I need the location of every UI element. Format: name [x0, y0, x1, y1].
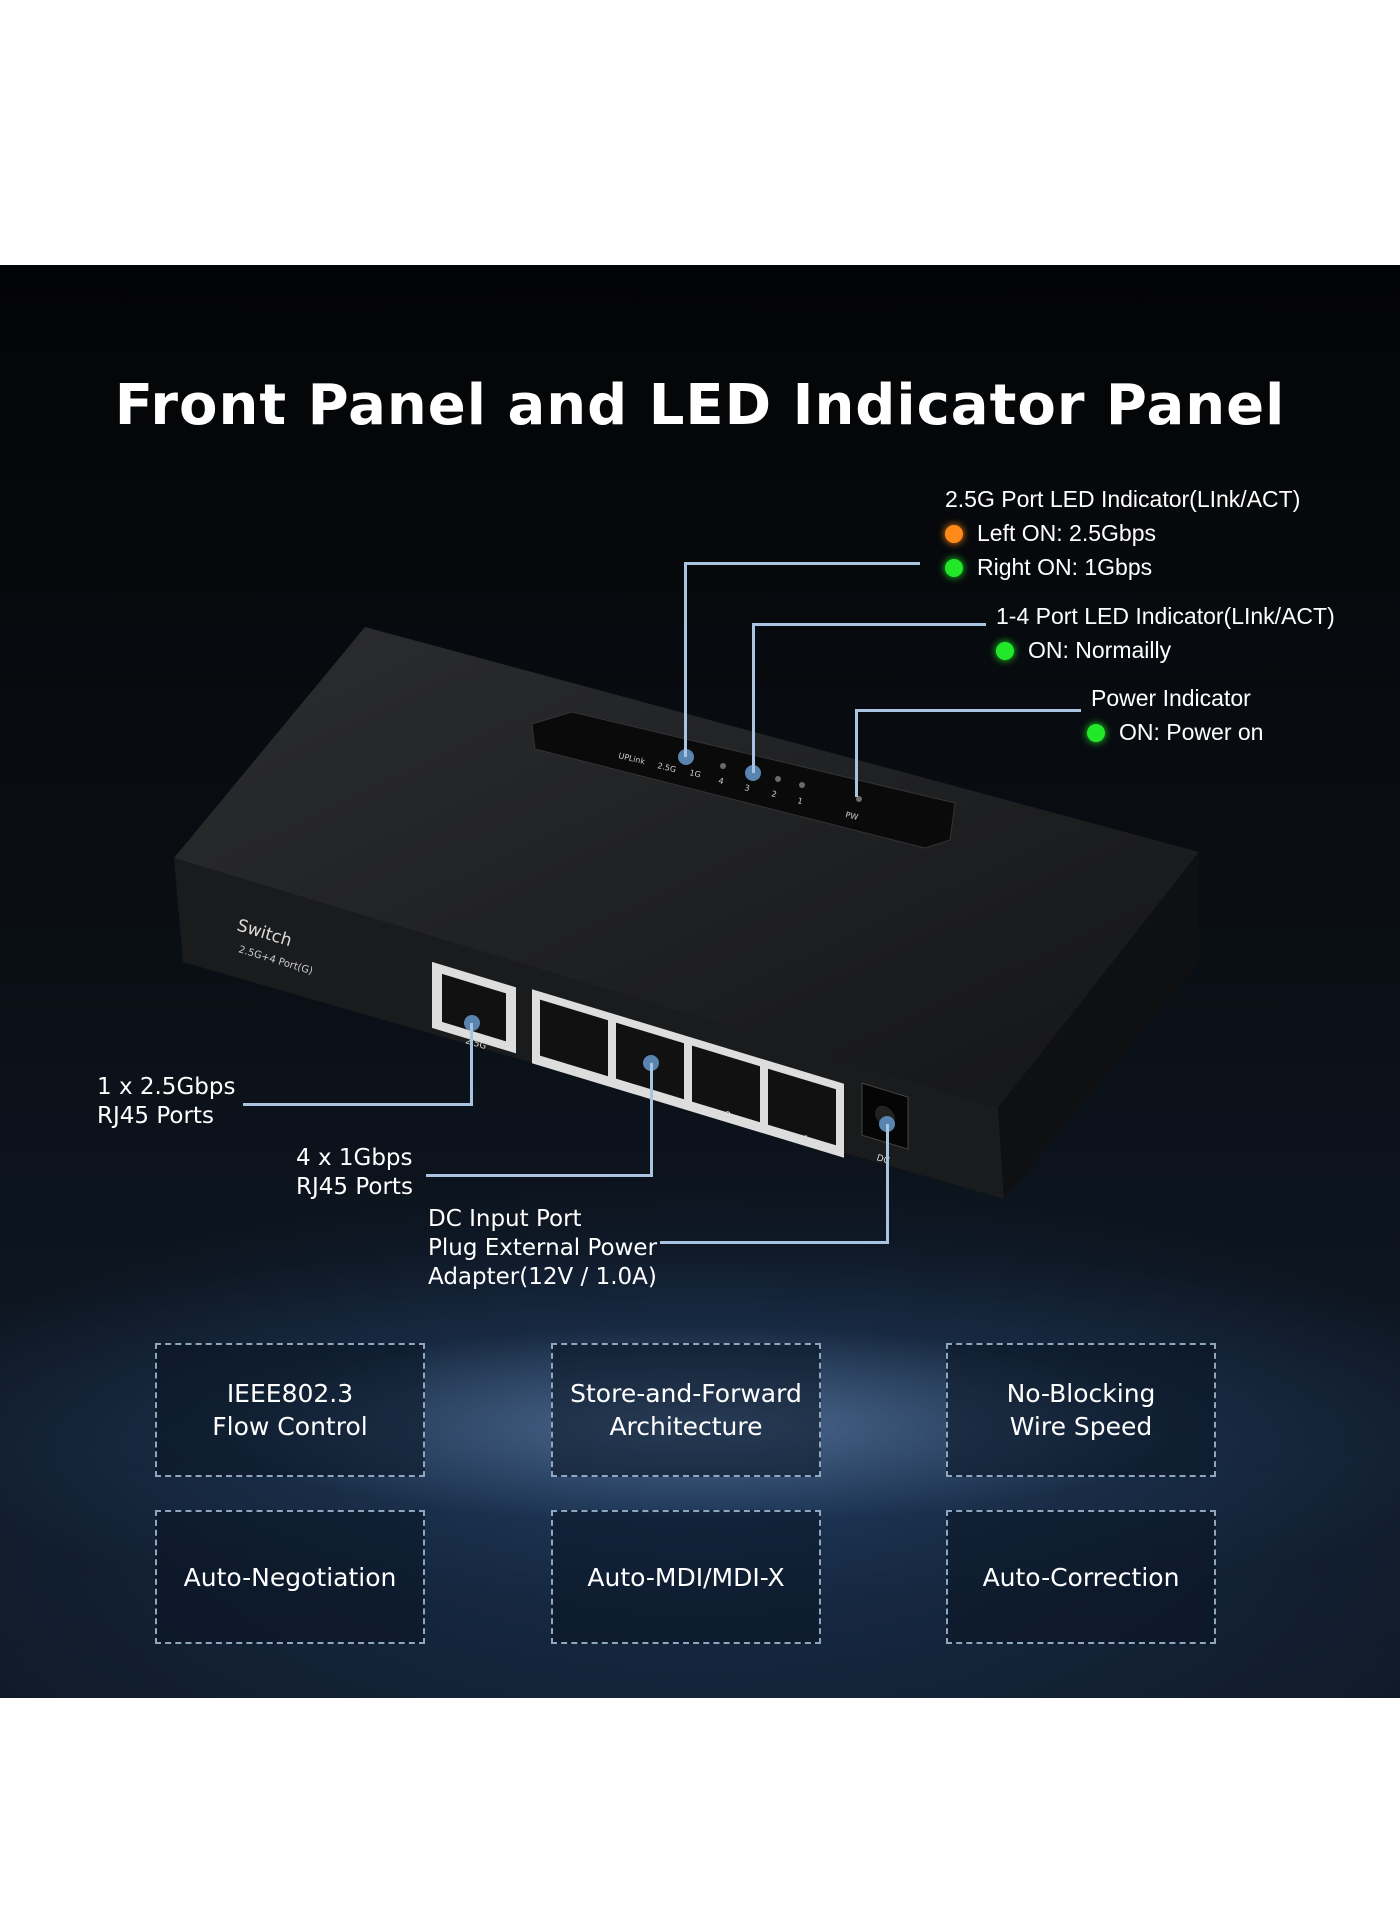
- callout-line: [470, 1023, 473, 1105]
- uplink-port-callout: 1 x 2.5Gbps RJ45 Ports: [97, 1073, 235, 1131]
- uplink-led-callout: 2.5G Port LED Indicator(LInk/ACT) Left O…: [945, 482, 1300, 584]
- feature-text: Flow Control: [212, 1412, 368, 1441]
- callout-text: 4 x 1Gbps: [296, 1145, 413, 1171]
- callout-text: Left ON: 2.5Gbps: [977, 520, 1156, 546]
- led-label-3: 3: [744, 783, 751, 793]
- gigabit-port-callout: 4 x 1Gbps RJ45 Ports: [296, 1144, 413, 1202]
- callout-heading: 1-4 Port LED Indicator(LInk/ACT): [996, 603, 1335, 629]
- callout-text: RJ45 Ports: [97, 1103, 214, 1129]
- led-panel: [531, 711, 956, 849]
- callout-dot: [678, 749, 694, 765]
- page-title: Front Panel and LED Indicator Panel: [114, 373, 1286, 438]
- led-label-4: 4: [718, 776, 725, 786]
- green-led-icon: [1087, 724, 1105, 742]
- callout-line: [660, 1241, 889, 1244]
- power-led-callout: Power Indicator ON: Power on: [1087, 681, 1264, 749]
- port-label-3: 3: [645, 1088, 653, 1099]
- green-led-icon: [996, 642, 1014, 660]
- callout-line: [886, 1124, 889, 1242]
- callout-heading: Power Indicator: [1091, 685, 1251, 711]
- callout-text: Plug External Power: [428, 1235, 658, 1261]
- callout-line: [684, 562, 687, 757]
- led-label-2-5g: 2.5G: [657, 761, 677, 774]
- led-label-1g: 1G: [689, 768, 702, 779]
- port-led-callout: 1-4 Port LED Indicator(LInk/ACT) ON: Nor…: [996, 599, 1335, 667]
- network-switch-image: UPLink 2.5G 1G 4 3 2 1 PW 2.5G 4 3 2 1 D…: [174, 627, 1199, 1199]
- callout-line: [684, 562, 920, 565]
- feature-text: Auto-MDI/MDI-X: [587, 1562, 785, 1592]
- led-label-2: 2: [771, 789, 778, 799]
- callout-text: ON: Power on: [1119, 719, 1264, 745]
- feature-box: Auto-Correction: [946, 1510, 1216, 1644]
- callout-heading: 2.5G Port LED Indicator(LInk/ACT): [945, 486, 1301, 512]
- feature-text: Auto-Correction: [982, 1562, 1180, 1592]
- feature-text: Architecture: [609, 1412, 763, 1441]
- feature-text: Auto-Negotiation: [183, 1562, 397, 1592]
- feature-box: Auto-MDI/MDI-X: [551, 1510, 821, 1644]
- callout-text: ON: Normailly: [1028, 637, 1172, 663]
- feature-text: IEEE802.3: [226, 1379, 354, 1408]
- green-led-icon: [945, 559, 963, 577]
- callout-line: [243, 1103, 473, 1106]
- feature-text: No-Blocking: [1006, 1379, 1156, 1408]
- callout-line: [752, 623, 986, 626]
- callout-text: RJ45 Ports: [296, 1174, 413, 1200]
- switch-side-face: [998, 852, 1199, 1199]
- dc-port-callout: DC Input Port Plug External Power Adapte…: [428, 1205, 657, 1292]
- callout-text: 1 x 2.5Gbps: [97, 1074, 236, 1100]
- callout-line: [426, 1174, 653, 1177]
- callout-line: [855, 709, 858, 797]
- feature-text: Store-and-Forward: [570, 1379, 802, 1408]
- led-label-pw: PW: [845, 810, 860, 822]
- feature-text: Wire Speed: [1009, 1412, 1153, 1441]
- callout-text: Right ON: 1Gbps: [977, 554, 1153, 580]
- feature-box: Auto-Negotiation: [155, 1510, 425, 1644]
- port-label-1: 1: [801, 1134, 809, 1145]
- callout-line: [752, 623, 755, 773]
- callout-text: Adapter(12V / 1.0A): [428, 1264, 657, 1290]
- callout-line: [855, 709, 1081, 712]
- port-label-4: 4: [569, 1066, 578, 1077]
- led-label-1: 1: [797, 796, 804, 806]
- callout-line: [650, 1063, 653, 1175]
- switch-top-face: [174, 627, 1199, 1108]
- orange-led-icon: [945, 525, 963, 543]
- callout-dot: [745, 765, 761, 781]
- led-labels: UPLink 2.5G 1G 4 3 2 1 PW: [618, 751, 860, 822]
- port-label-2: 2: [723, 1110, 731, 1121]
- callout-text: DC Input Port: [428, 1206, 582, 1232]
- product-panel: Front Panel and LED Indicator Panel UPLi…: [0, 265, 1400, 1698]
